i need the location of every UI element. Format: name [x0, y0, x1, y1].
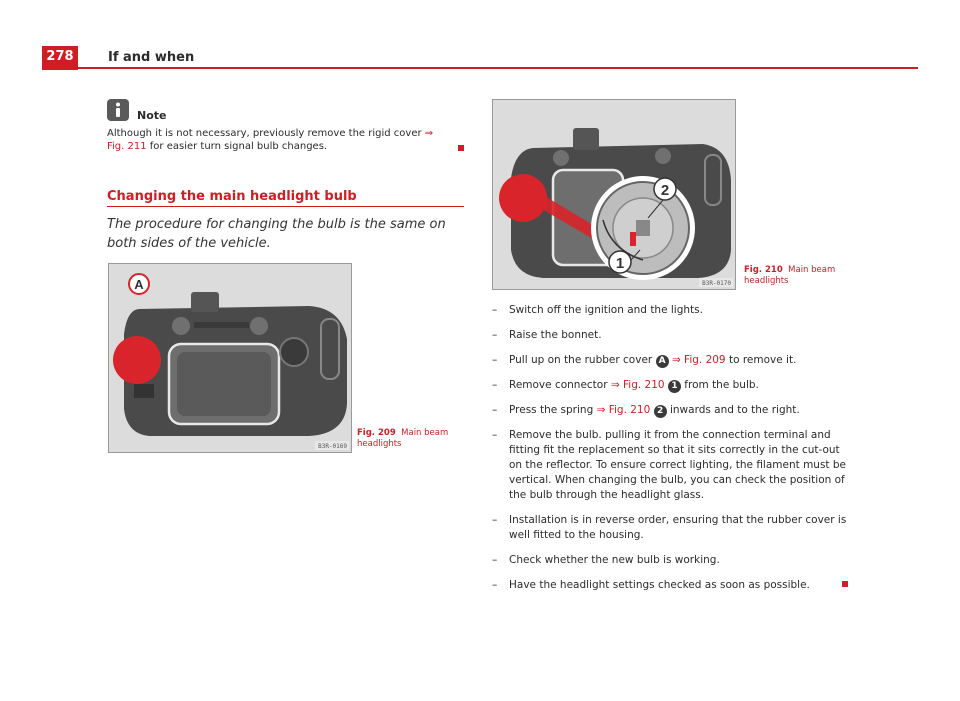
figure-209-marker-a: A	[134, 277, 144, 292]
header-rule	[42, 67, 918, 69]
section-end-mark	[458, 145, 464, 151]
list-item: –Raise the bonnet.	[492, 328, 852, 343]
fig-209-ref-link[interactable]: ⇒ Fig. 209	[671, 354, 726, 366]
step-text: Pull up on the rubber cover	[509, 354, 656, 366]
list-dash: –	[492, 579, 498, 591]
list-dash: –	[492, 404, 498, 416]
list-item: –Remove the bulb. pulling it from the co…	[492, 428, 852, 503]
figure-210-caption: Fig. 210 Main beam headlights	[744, 265, 854, 287]
list-dash: –	[492, 514, 498, 526]
figure-210-marker-2: 2	[661, 182, 669, 199]
step-text: Switch off the ignition and the lights.	[509, 304, 703, 316]
note-fig-ref-link[interactable]: ⇒ Fig. 211	[107, 128, 434, 152]
step-text: Raise the bonnet.	[509, 329, 602, 341]
list-item: –Remove connector ⇒ Fig. 210 1 from the …	[492, 378, 852, 393]
figure-210-image: 2 1 B3R-0170	[492, 99, 736, 290]
callout-a-badge: A	[655, 355, 669, 368]
figure-210-caption-text: Main beam headlights	[744, 265, 836, 286]
procedure-steps: –Switch off the ignition and the lights.…	[492, 303, 852, 603]
list-item: –Pull up on the rubber cover A ⇒ Fig. 20…	[492, 353, 852, 368]
figure-209-caption: Fig. 209 Main beam headlights	[357, 428, 467, 450]
list-item: –Installation is in reverse order, ensur…	[492, 513, 852, 543]
step-text-post: inwards and to the right.	[666, 404, 800, 416]
step-text: Have the headlight settings checked as s…	[509, 579, 810, 591]
fig-210-ref-link[interactable]: ⇒ Fig. 210	[596, 404, 651, 416]
figure-209-caption-text: Main beam headlights	[357, 428, 449, 449]
list-dash: –	[492, 554, 498, 566]
list-dash: –	[492, 304, 498, 316]
step-text: Remove connector	[509, 379, 611, 391]
figure-209-image: A B3R-0169	[108, 263, 352, 453]
fig-210-ref-link[interactable]: ⇒ Fig. 210	[610, 379, 665, 391]
step-text-post: to remove it.	[725, 354, 797, 366]
section-rule	[107, 206, 464, 207]
callout-2-badge: 2	[653, 405, 667, 418]
list-dash: –	[492, 429, 498, 441]
step-text: Check whether the new bulb is working.	[509, 554, 720, 566]
step-text: Installation is in reverse order, ensuri…	[509, 514, 847, 541]
figure-209-code: B3R-0169	[318, 443, 347, 450]
figure-210-label: Fig. 210	[744, 265, 783, 275]
note-title: Note	[137, 109, 167, 122]
info-icon	[107, 99, 129, 121]
page-number-box	[42, 46, 78, 70]
figure-209-label: Fig. 209	[357, 428, 396, 438]
note-text-after: for easier turn signal bulb changes.	[146, 141, 328, 152]
step-text: Press the spring	[509, 404, 597, 416]
list-item: –Press the spring ⇒ Fig. 210 2 inwards a…	[492, 403, 852, 418]
note-text: Although it is not necessary, previously…	[107, 127, 452, 153]
callout-1-badge: 1	[667, 380, 681, 393]
list-dash: –	[492, 379, 498, 391]
step-text: Remove the bulb. pulling it from the con…	[509, 429, 847, 501]
figure-210-marker-1: 1	[616, 255, 624, 272]
page-number: 278	[46, 49, 74, 64]
list-item: –Switch off the ignition and the lights.	[492, 303, 852, 318]
section-end-mark	[842, 581, 848, 587]
step-text-post: from the bulb.	[680, 379, 759, 391]
section-title: Changing the main headlight bulb	[107, 189, 357, 204]
list-dash: –	[492, 354, 498, 366]
figure-210-code: B3R-0170	[702, 280, 731, 287]
list-item: –Check whether the new bulb is working.	[492, 553, 852, 568]
section-intro: The procedure for changing the bulb is t…	[107, 217, 446, 251]
note-text-before: Although it is not necessary, previously…	[107, 128, 425, 139]
list-item: –Have the headlight settings checked as …	[492, 578, 852, 593]
running-title: If and when	[108, 50, 195, 65]
list-dash: –	[492, 329, 498, 341]
